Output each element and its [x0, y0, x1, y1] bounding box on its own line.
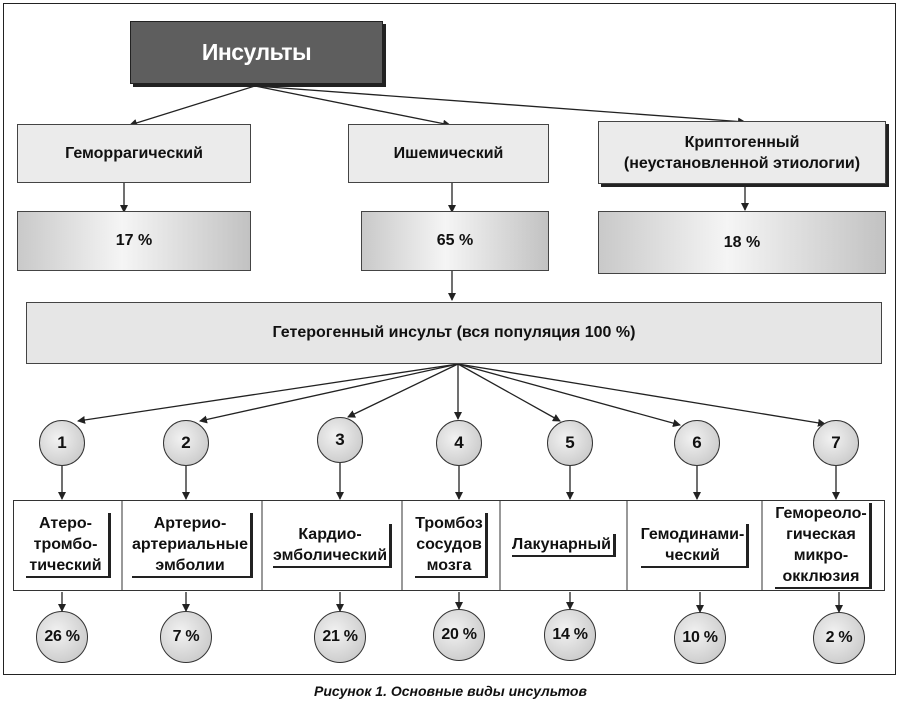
subtype-percent: 7 % — [172, 628, 200, 645]
category-cryptogenic: Криптогенный (неустановленной этиологии) — [598, 121, 886, 184]
subtype-number: 2 — [181, 433, 191, 452]
percent-value: 65 % — [436, 232, 474, 249]
subtype-label: Гемодинами-ческий — [640, 523, 750, 568]
subtype-number: 3 — [335, 430, 345, 449]
percent-ischemic: 65 % — [361, 211, 549, 271]
subtype-label: Атеро-тромбо-тический — [25, 513, 111, 578]
category-ischemic: Ишемический — [348, 124, 549, 183]
figure-caption: Рисунок 1. Основные виды инсультов — [314, 683, 587, 699]
subtype-percent: 26 % — [44, 628, 80, 645]
subtype-row — [13, 500, 885, 591]
percent-value: 17 % — [115, 232, 153, 249]
subtype-percent: 2 % — [825, 629, 853, 646]
category-label: Криптогенный (неустановленной этиологии) — [623, 133, 861, 172]
subtype-hemodynamic: Гемодинами-ческий — [628, 500, 762, 591]
subtype-percent-circle: 21 % — [314, 611, 366, 663]
root-box: Инсульты — [130, 21, 383, 84]
percent-cryptogenic: 18 % — [598, 211, 886, 274]
subtype-number-circle: 7 — [813, 420, 859, 466]
subtype-label: Кардио-эмболический — [272, 523, 393, 568]
subtype-percent: 20 % — [441, 626, 477, 643]
subtype-number-circle: 2 — [163, 420, 209, 466]
subtype-number: 1 — [57, 433, 67, 452]
subtype-percent: 14 % — [552, 626, 588, 643]
subtype-percent-circle: 14 % — [544, 609, 596, 661]
heterogeneous-label: Гетерогенный инсульт (вся популяция 100 … — [272, 324, 636, 341]
subtype-number: 5 — [565, 433, 575, 452]
subtype-atherothrombotic: Атеро-тромбо-тический — [14, 500, 122, 591]
subtype-percent-circle: 2 % — [813, 612, 865, 664]
subtype-number-circle: 3 — [317, 417, 363, 463]
subtype-number: 7 — [831, 433, 841, 452]
subtype-lacunar: Лакунарный — [501, 500, 627, 591]
category-label: Геморрагический — [65, 145, 203, 162]
subtype-percent-circle: 20 % — [433, 609, 485, 661]
heterogeneous-stroke-box: Гетерогенный инсульт (вся популяция 100 … — [26, 302, 882, 364]
subtype-label: Лакунарный — [512, 534, 616, 557]
subtype-percent-circle: 7 % — [160, 611, 212, 663]
category-hemorrhagic: Геморрагический — [17, 124, 251, 183]
subtype-percent-circle: 26 % — [36, 611, 88, 663]
percent-value: 18 % — [723, 233, 761, 251]
diagram-frame — [3, 3, 896, 675]
percent-hemorrhagic: 17 % — [17, 211, 251, 271]
subtype-percent-circle: 10 % — [674, 612, 726, 664]
subtype-number: 6 — [692, 433, 702, 452]
root-label: Инсульты — [201, 39, 312, 65]
subtype-number: 4 — [454, 433, 464, 452]
subtype-number-circle: 4 — [436, 420, 482, 466]
subtype-percent: 21 % — [322, 628, 358, 645]
subtype-number-circle: 6 — [674, 420, 720, 466]
subtype-cardioembolic: Кардио-эмболический — [263, 500, 402, 591]
subtype-number-circle: 5 — [547, 420, 593, 466]
subtype-number-circle: 1 — [39, 420, 85, 466]
category-label: Ишемический — [393, 145, 504, 162]
subtype-percent: 10 % — [682, 629, 718, 646]
